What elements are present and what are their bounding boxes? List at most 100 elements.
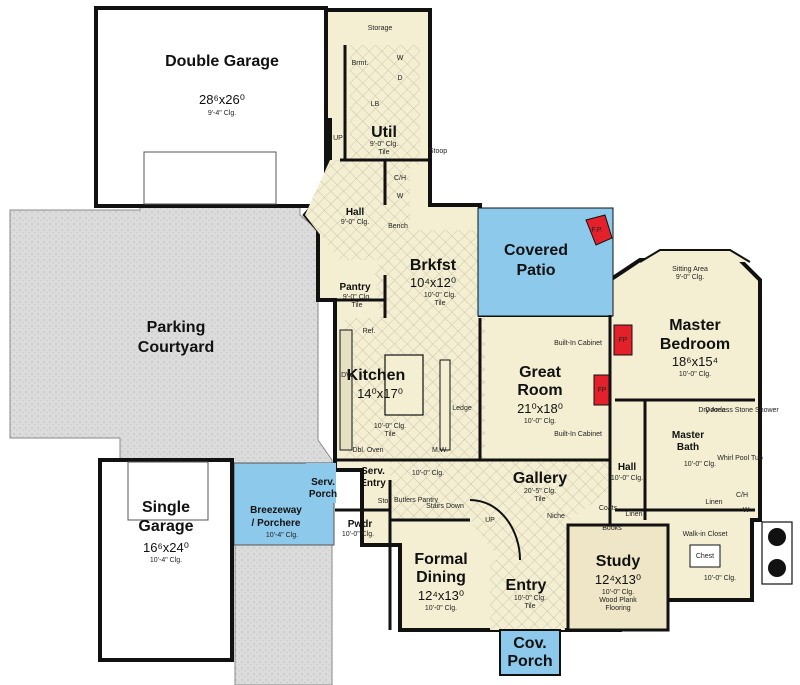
- formal-dining-line-1: Formal: [414, 551, 467, 568]
- gallery-name: Gallery: [513, 470, 567, 487]
- single-garage-area: [98, 458, 234, 662]
- books-label: Books: [602, 525, 622, 532]
- master-bath-line-2: Bath: [677, 442, 699, 453]
- double-garage-area: [94, 6, 328, 208]
- patio-fireplace: [585, 214, 613, 246]
- entry-floor: Tile: [524, 603, 535, 610]
- great-room-fireplace: [593, 374, 610, 406]
- great-room-clg: 10'-0" Clg.: [524, 418, 556, 425]
- interior-walls: [330, 45, 755, 630]
- hall-lower-clg: 10'-0" Clg.: [611, 475, 643, 482]
- master-bath-dry: Dry Area: [698, 407, 725, 414]
- pantry-name: Pantry: [339, 282, 371, 293]
- hvac-fan-2: [768, 559, 786, 577]
- great-room-dim: 21⁰x18⁰: [517, 401, 563, 416]
- stairs-down-label: Stairs Down: [426, 503, 464, 510]
- single-garage-line-1: Single: [142, 499, 190, 516]
- storage-label: Storage: [368, 25, 393, 32]
- formal-dining-line-2: Dining: [416, 569, 466, 586]
- single-garage-door: [127, 461, 209, 521]
- niche-label: Niche: [547, 513, 565, 520]
- formal-dining-dim: 12⁴x13⁰: [418, 588, 464, 603]
- sitting-area-bay: [639, 249, 751, 263]
- covered-patio-name-2: Patio: [516, 262, 555, 279]
- patio-fp-label: F.P.: [591, 227, 602, 234]
- serv-entry-line-2: Entry: [360, 478, 386, 489]
- w-lower-label: W: [743, 507, 750, 514]
- master-fp-label: FP: [619, 337, 628, 344]
- brkfst-dim: 10⁴x12⁰: [410, 275, 456, 290]
- kitchen-oven: Dbl. Oven: [352, 447, 383, 454]
- kitchen-name: Kitchen: [347, 367, 406, 384]
- entry-clg: 10'-0" Clg.: [514, 595, 546, 602]
- master-bedroom-line-1: Master: [669, 317, 721, 334]
- gallery-floor: Tile: [534, 496, 545, 503]
- chest-box: [689, 544, 721, 568]
- serv-entry-line-1: Serv.: [361, 466, 385, 477]
- bench-label: Bench: [388, 223, 408, 230]
- stor-label: Stor.: [378, 498, 392, 505]
- serv-porch-line-2: Porch: [309, 489, 337, 500]
- study-floor-1: Wood Plank: [599, 597, 637, 604]
- master-bedroom-clg: 10'-0" Clg.: [679, 371, 711, 378]
- master-bath-linen: Linen: [705, 499, 722, 506]
- breezeway-line-2: / Porchere: [252, 518, 301, 529]
- pwdr-clg: 10'-0" Clg.: [342, 531, 374, 538]
- d-label: D: [397, 75, 402, 82]
- ch-lower-label: C/H: [736, 492, 748, 499]
- butlers-pantry-label: Butlers Pantry: [394, 497, 438, 504]
- formal-dining-clg: 10'-0" Clg.: [425, 605, 457, 612]
- brkfst-name: Brkfst: [410, 257, 457, 274]
- study-floor-2: Flooring: [605, 605, 630, 612]
- master-fireplace: [613, 324, 633, 356]
- serv-porch-area: [306, 463, 336, 503]
- hall-lower-name: Hall: [618, 462, 637, 473]
- pantry-clg: 9'-0" Clg.: [343, 294, 371, 301]
- kitchen-mw: M.W.: [432, 447, 448, 454]
- kitchen-ref: Ref.: [363, 328, 376, 335]
- brkfst-tile: [375, 230, 478, 330]
- util-clg: 9'-0" Clg.: [370, 141, 398, 148]
- master-sitting-clg: 9'-0" Clg.: [676, 274, 704, 281]
- brmt-label: Brmt.: [352, 60, 369, 67]
- double-garage-clg: 9'-4" Clg.: [208, 110, 236, 117]
- great-room-line-1: Great: [519, 364, 561, 381]
- kitchen-island: [384, 354, 424, 416]
- cov-porch-line-1: Cov.: [513, 635, 546, 652]
- walkin-chest: Chest: [696, 553, 714, 560]
- hall-upper-clg: 9'-0" Clg.: [341, 219, 369, 226]
- gallery-clg: 20'-5" Clg.: [524, 488, 556, 495]
- master-sitting: Sitting Area: [672, 266, 708, 273]
- walkin-closet-name: Walk-in Closet: [683, 531, 728, 538]
- single-garage-clg: 10'-4" Clg.: [150, 557, 182, 564]
- lb-label: LB: [371, 101, 380, 108]
- entry-name: Entry: [506, 577, 547, 594]
- kitchen-ledge-label: Ledge: [452, 405, 472, 412]
- up-upper-label: UP: [333, 135, 343, 142]
- study-dim: 12⁴x13⁰: [595, 572, 641, 587]
- breezeway-line-1: Breezeway: [250, 505, 302, 516]
- walkin-clg: 10'-0" Clg.: [704, 575, 736, 582]
- study-floor: [566, 523, 670, 632]
- cov-porch-line-2: Porch: [507, 653, 552, 670]
- breezeway-clg: 10'-4" Clg.: [266, 532, 298, 539]
- hall-upper-name: Hall: [346, 207, 365, 218]
- w-util-label: W: [397, 55, 404, 62]
- master-bath-tub: Whirl Pool Tub: [717, 455, 763, 462]
- great-room-builtin-2: Built-In Cabinet: [554, 431, 602, 438]
- great-room-line-2: Room: [517, 382, 562, 399]
- kitchen-counter: [339, 329, 353, 451]
- brkfst-floor: Tile: [434, 300, 445, 307]
- study-name: Study: [596, 553, 641, 570]
- master-bath-line-1: Master: [672, 430, 704, 441]
- stairs-curve: [469, 499, 521, 561]
- kitchen-floor: Tile: [384, 431, 395, 438]
- kitchen-ledge: [439, 359, 451, 451]
- master-bath-clg: 10'-0" Clg.: [684, 461, 716, 468]
- great-room-builtin-1: Built-In Cabinet: [554, 340, 602, 347]
- master-bedroom-dim: 18⁶x15⁴: [672, 354, 718, 369]
- master-bath-shower: Doorless Stone Shower: [705, 407, 779, 414]
- cov-porch-area: [499, 629, 561, 676]
- single-garage-dim: 16⁶x24⁰: [143, 540, 189, 555]
